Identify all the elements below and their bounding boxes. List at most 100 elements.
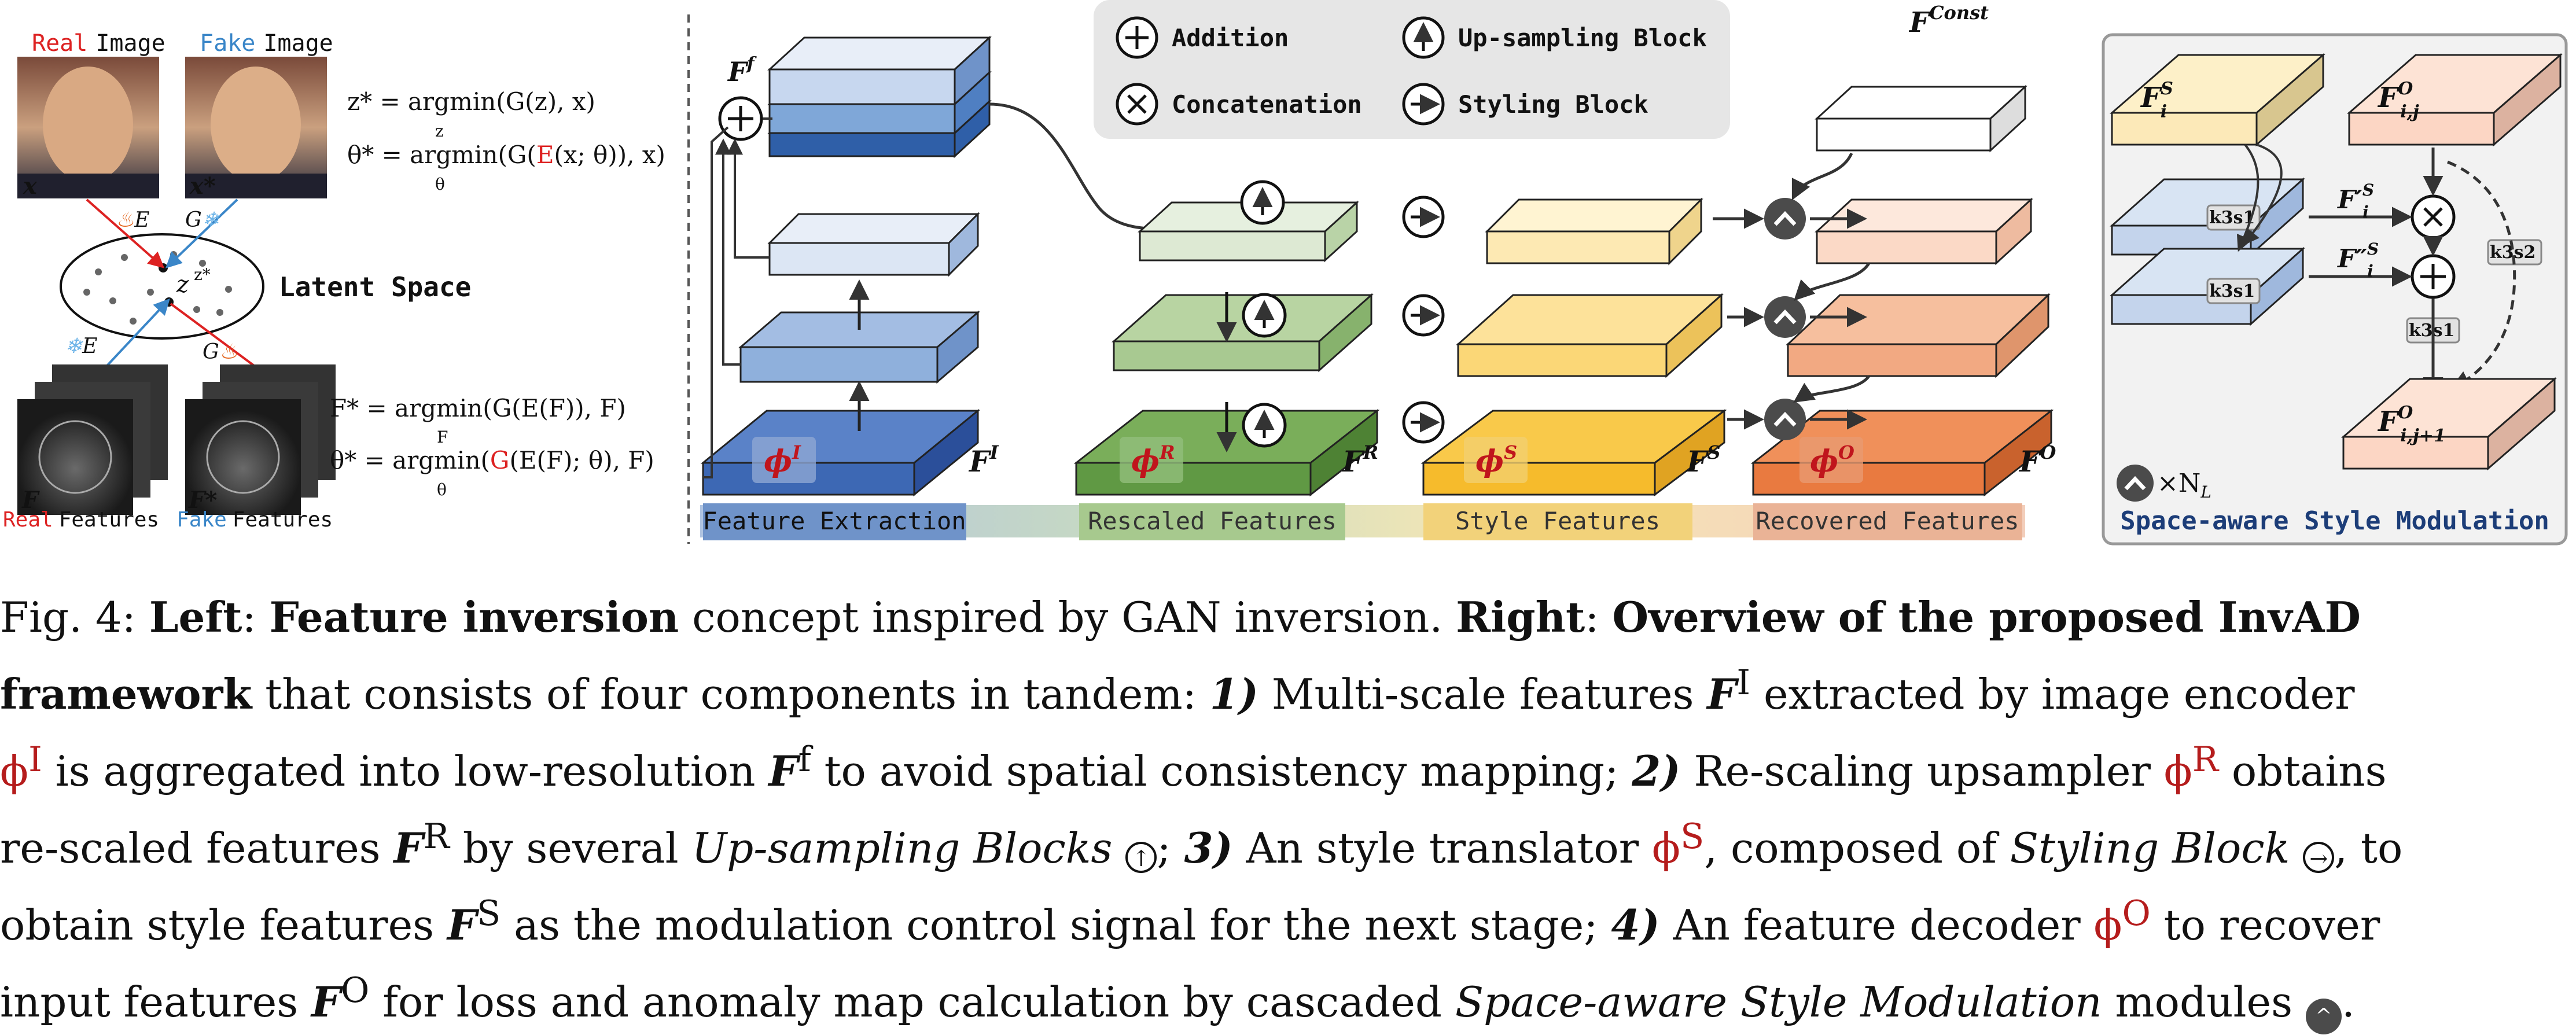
svg-text:FS: FS xyxy=(1686,441,1721,478)
caption-styling-icon: → xyxy=(2303,842,2335,873)
fake-word: Fake xyxy=(200,30,255,57)
eq2-sub: θ xyxy=(435,175,445,194)
ext-phi-sup: I xyxy=(792,441,801,463)
res-mid-layer xyxy=(1112,293,1374,373)
svg-text:θ* = argmin(G(E(x; θ)), x): θ* = argmin(G(E(x; θ)), x) xyxy=(347,141,665,169)
ssm-fo-layer xyxy=(2346,53,2563,147)
stage-labels: Feature Extraction Rescaled Features Sty… xyxy=(700,503,2025,540)
ssm-module-icon xyxy=(2117,465,2154,502)
ff-sup: f xyxy=(746,54,757,74)
svg-text:ϕR: ϕR xyxy=(1131,441,1175,479)
svg-text:θ* = argmin(G(E(F); θ), F): θ* = argmin(G(E(F); θ), F) xyxy=(330,446,654,474)
stage-extraction: ϕI FI Ff xyxy=(700,35,1184,497)
res-phi: ϕ xyxy=(1131,444,1160,479)
x-star-label: x* xyxy=(189,172,216,200)
ff-stack xyxy=(767,35,992,159)
sty-phi: ϕ xyxy=(1475,444,1504,479)
E-bottom: E xyxy=(82,334,97,358)
modulation-icons xyxy=(1764,198,1806,440)
svg-text:ϕI: ϕI xyxy=(764,441,801,479)
svg-text:F″Si: F″Si xyxy=(2336,240,2379,281)
sty-mid-layer xyxy=(1456,293,1724,378)
left-panel: Real Image Fake Image x x* z* = argmin(G(z… xyxy=(3,30,665,532)
caption-line-1: Fig. 4: Left: Feature inversion concept … xyxy=(0,592,2361,642)
rec-F: F xyxy=(2018,444,2042,478)
fake-features: F* xyxy=(185,364,336,515)
const-layer xyxy=(1815,84,2027,153)
label-rescaled: Rescaled Features xyxy=(1088,507,1337,535)
E-top: E xyxy=(134,208,149,232)
legend-addition: Addition xyxy=(1172,24,1289,52)
ssm-fps: F′ xyxy=(2336,185,2362,215)
caption-ssm-icon: ^ xyxy=(2305,999,2342,1034)
ssm-fps-sup: S xyxy=(2362,181,2374,200)
eq1: z* = argmin(G(z), x) xyxy=(347,87,595,116)
fake-image-label: Image xyxy=(263,30,333,57)
ssm-title: Space-aware Style Modulation xyxy=(2120,506,2549,536)
eq2-post: (x; θ)), x) xyxy=(554,141,665,169)
caption-line-6: input features FO for loss and anomaly m… xyxy=(0,958,2576,1035)
svg-text:ϕS: ϕS xyxy=(1475,441,1517,479)
F-star-label: F* xyxy=(188,487,217,514)
res-phi-sup: R xyxy=(1159,441,1175,463)
sty-phi-sup: S xyxy=(1504,441,1517,463)
ssm-fo2-sup: O xyxy=(2398,403,2413,423)
ssm-nl: ×N xyxy=(2157,469,2200,498)
ssm-icon-2 xyxy=(1764,296,1806,338)
eq2-red: E xyxy=(536,141,554,169)
legend-concatenation: Concatenation xyxy=(1172,90,1362,119)
equations-bottom: F* = argmin(G(E(F)), F) F θ* = argmin(G(… xyxy=(330,394,654,499)
caption-line-2: framework that consists of four componen… xyxy=(0,662,2355,719)
ssm-fs: F xyxy=(2140,82,2162,114)
eq4-post: (E(F); θ), F) xyxy=(509,446,654,474)
ssm-fs-sub: i xyxy=(2161,102,2167,122)
latent-space: z z* Latent Space ♨E G❄ ❄E G♨ xyxy=(60,198,471,395)
eq2-pre: θ* = argmin(G( xyxy=(347,141,536,169)
ssm-fo: F xyxy=(2377,82,2400,114)
svg-text:FR: FR xyxy=(1341,441,1378,478)
stage-rescaled: ϕR FR xyxy=(1073,180,1380,497)
real-features-label: Features xyxy=(59,508,159,532)
figure-caption: Fig. 4: Left: Feature inversion concept … xyxy=(0,584,2576,1035)
ext-F: F xyxy=(968,444,992,478)
svg-text:FConst: FConst xyxy=(1908,2,1989,39)
legend: Addition Concatenation Up-sampling Block… xyxy=(1094,0,1730,139)
svg-text:♨E: ♨E xyxy=(116,208,150,232)
G-top: G xyxy=(185,208,202,232)
z-label: z xyxy=(176,271,189,298)
real-image-label: Image xyxy=(95,30,165,57)
legend-upsampling: Up-sampling Block xyxy=(1458,24,1707,52)
rec-F-sup: O xyxy=(2040,441,2056,463)
const-sup: Const xyxy=(1929,2,1989,24)
svg-text:FI: FI xyxy=(968,441,999,478)
svg-text:G♨: G♨ xyxy=(203,340,238,364)
res-F: F xyxy=(1341,444,1365,478)
fake-image: x* xyxy=(185,57,327,200)
styling-blocks xyxy=(1402,196,1445,444)
ssm-fpps: F″ xyxy=(2336,244,2367,274)
ssm-icon-3 xyxy=(1764,399,1806,440)
k3s1-tag-2: k3s1 xyxy=(2209,281,2255,301)
sty-top-layer xyxy=(1485,197,1703,266)
ssm-fs-layer xyxy=(2109,53,2326,147)
svg-text:×NL: ×NL xyxy=(2157,469,2211,502)
ext-top-layer xyxy=(767,212,980,277)
G-bottom: G xyxy=(203,340,219,364)
real-word: Real xyxy=(32,30,87,57)
stage-style: ϕS FS xyxy=(1421,197,1727,496)
ssm-panel: FSi FOi,j k3s1 k3s1 k3s1 k3s2 xyxy=(2102,33,2568,546)
eq1-sub: z xyxy=(435,121,444,141)
real-image: x xyxy=(17,57,159,200)
ssm-fpps-sup: S xyxy=(2367,240,2379,259)
eq3-sub: F xyxy=(437,428,448,447)
ssm-fpps-sub: i xyxy=(2367,261,2373,281)
svg-text:ϕO: ϕO xyxy=(1810,441,1854,479)
rec-phi-sup: O xyxy=(1838,441,1854,463)
ext-F-sup: I xyxy=(989,441,999,463)
figure-4: Real Image Fake Image x x* z* = argmin(G(z… xyxy=(3,0,2568,546)
caption-upsample-icon: ↑ xyxy=(1125,842,1157,873)
caption-line-4: re-scaled features FR by several Up-samp… xyxy=(0,816,2403,873)
svg-text:FOi,j: FOi,j xyxy=(2377,79,2419,122)
